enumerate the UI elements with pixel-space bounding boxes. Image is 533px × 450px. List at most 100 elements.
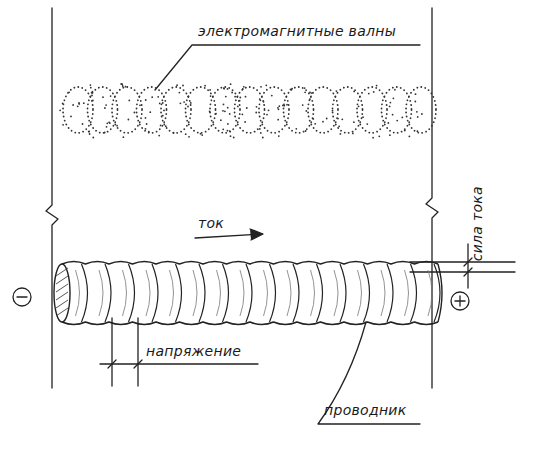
conductor-outline — [62, 322, 438, 325]
wave-dot — [239, 100, 241, 102]
wave-dot — [83, 102, 85, 104]
wave-dot — [352, 133, 354, 135]
conductor-outline — [62, 262, 438, 265]
wave-dot — [409, 136, 411, 138]
wave-dot — [277, 119, 279, 121]
boundary-line — [46, 8, 58, 388]
wave-dot — [82, 123, 84, 125]
wave-dot — [120, 83, 122, 85]
wave-dot — [271, 95, 273, 97]
minus-sign — [17, 296, 27, 297]
wave-dot — [106, 122, 108, 124]
wave-dot — [260, 132, 262, 134]
wave-dot — [417, 116, 419, 118]
wave-dot — [188, 136, 190, 138]
wave-dot — [237, 106, 239, 108]
wave-dot — [396, 120, 398, 122]
wave-dot — [222, 128, 224, 130]
wave-dot — [305, 130, 307, 132]
wave-dot — [337, 118, 339, 120]
wave-loop — [210, 87, 240, 133]
leader-line — [318, 322, 420, 424]
section-hatch — [56, 292, 68, 300]
wave-dot — [378, 135, 380, 137]
wave-dot — [128, 100, 130, 102]
plus-terminal — [451, 292, 469, 310]
wave-band — [59, 83, 436, 139]
wave-dot — [404, 130, 406, 132]
wave-dot — [183, 101, 185, 103]
wave-dot — [162, 102, 164, 104]
conductor-shade — [170, 270, 174, 316]
wave-dot — [295, 128, 297, 130]
wave-dot — [230, 135, 232, 137]
wave-dot — [401, 117, 403, 119]
wave-dot — [291, 88, 293, 90]
wave-dot — [392, 114, 394, 116]
conductor-ridge — [129, 264, 135, 322]
wave-dot — [372, 137, 374, 139]
wave-dot — [311, 92, 313, 94]
section-hatch — [56, 308, 68, 316]
wave-dot — [145, 128, 147, 130]
wave-dot — [77, 105, 79, 107]
wave-dot — [220, 119, 222, 121]
section-hatch — [56, 300, 68, 308]
wave-dot — [309, 98, 311, 100]
wave-dot — [394, 89, 396, 91]
wave-dot — [222, 110, 224, 112]
wave-dot — [210, 95, 212, 97]
wave-dot — [304, 91, 306, 93]
conductor-end — [54, 264, 70, 322]
conductor-ridge — [387, 264, 393, 322]
wave-dot — [282, 105, 284, 107]
conductor-ridge — [340, 264, 346, 322]
wave-dot — [104, 132, 106, 134]
wave-dot — [231, 92, 233, 94]
wave-loop — [137, 87, 167, 133]
wave-dot — [239, 97, 241, 99]
wave-dot — [145, 99, 147, 101]
wave-dot — [263, 101, 265, 103]
wave-dot — [376, 85, 378, 87]
wave-dot — [246, 107, 248, 109]
wave-loop — [382, 87, 412, 133]
wave-dot — [78, 103, 80, 105]
wave-dot — [227, 88, 229, 90]
wave-dot — [302, 104, 304, 106]
wave-dot — [256, 106, 258, 108]
wave-dot — [229, 130, 231, 132]
conductor-shade — [99, 270, 103, 316]
wave-dot — [223, 87, 225, 89]
conductor-shade — [405, 270, 409, 316]
wave-dot — [90, 84, 92, 86]
wave-dot — [309, 92, 311, 94]
wave-loop — [186, 87, 216, 133]
dimension-tick — [108, 360, 142, 368]
wave-loop — [357, 87, 387, 133]
wave-dot — [106, 126, 108, 128]
wave-dot — [201, 134, 203, 136]
wave-dot — [104, 107, 106, 109]
conductor-shade — [193, 270, 197, 316]
wave-dot — [88, 131, 90, 133]
wave-dot — [134, 112, 136, 114]
wave-dot — [278, 135, 280, 137]
wave-dot — [78, 102, 80, 104]
wave-dot — [338, 125, 340, 127]
section-hatch — [56, 284, 68, 292]
wave-dot — [389, 106, 391, 108]
wave-loop — [112, 87, 142, 133]
wave-dot — [209, 89, 211, 91]
leader-line — [155, 45, 420, 90]
wave-dot — [278, 105, 280, 107]
wave-dot — [312, 118, 314, 120]
wave-dot — [148, 131, 150, 133]
wave-dot — [227, 123, 229, 125]
wave-dot — [224, 110, 226, 112]
wave-dot — [340, 133, 342, 135]
wave-dot — [70, 116, 72, 118]
conductor-shade — [381, 270, 385, 316]
current-strength-label: сила тока — [470, 186, 485, 261]
wave-dot — [209, 111, 211, 113]
